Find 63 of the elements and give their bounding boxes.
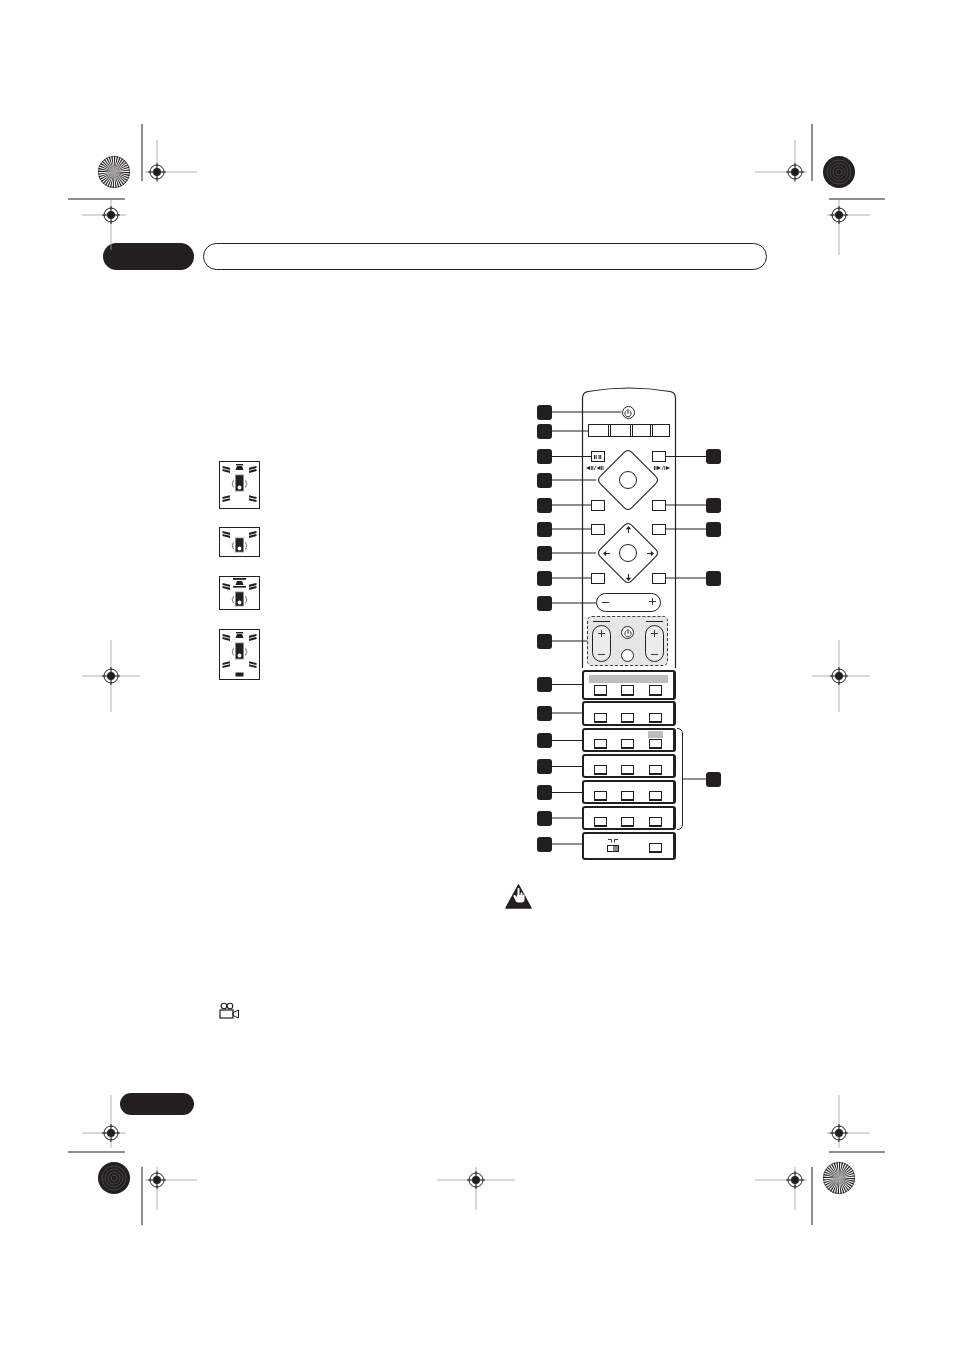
leader-line bbox=[665, 504, 707, 506]
callout-marker bbox=[537, 633, 552, 649]
leader-line bbox=[551, 712, 583, 714]
callout-marker bbox=[537, 521, 552, 537]
button-section bbox=[582, 670, 676, 700]
callout-marker bbox=[537, 733, 552, 748]
bracket bbox=[677, 728, 683, 830]
button-section bbox=[582, 832, 676, 860]
leader-line bbox=[551, 552, 597, 554]
leader-line bbox=[682, 778, 707, 780]
callout-marker bbox=[537, 836, 552, 852]
leader-line bbox=[551, 479, 597, 481]
callout-marker bbox=[537, 449, 552, 464]
leader-line bbox=[551, 766, 583, 767]
arrow-pad bbox=[596, 521, 660, 585]
callout-marker bbox=[706, 570, 721, 586]
callout-marker bbox=[706, 449, 721, 464]
callout-marker bbox=[537, 497, 552, 513]
callout-marker bbox=[537, 705, 552, 721]
diamond-pad bbox=[596, 448, 660, 512]
leader-line bbox=[551, 640, 588, 642]
leader-line bbox=[551, 792, 583, 793]
leader-line bbox=[551, 843, 583, 845]
leader-line bbox=[665, 456, 707, 457]
leader-line bbox=[551, 577, 592, 579]
leader-line bbox=[665, 528, 707, 530]
callout-marker bbox=[706, 521, 721, 537]
leader-line bbox=[551, 817, 583, 819]
callout-marker bbox=[537, 785, 552, 800]
button-section bbox=[582, 780, 676, 804]
callout-marker bbox=[537, 423, 552, 439]
remote-button bbox=[652, 451, 666, 462]
button-panel bbox=[587, 616, 668, 666]
callout-marker bbox=[706, 771, 721, 787]
leader-line bbox=[551, 684, 583, 685]
rocker-button bbox=[596, 593, 661, 612]
remote-button bbox=[591, 573, 605, 584]
remote-button bbox=[591, 524, 605, 535]
callout-marker bbox=[537, 472, 552, 488]
button-strip bbox=[588, 424, 670, 437]
callout-marker bbox=[706, 497, 721, 513]
remote-button bbox=[591, 500, 605, 511]
button-section bbox=[582, 806, 676, 830]
button-section bbox=[582, 754, 676, 778]
remote-button bbox=[652, 524, 666, 535]
button-section bbox=[582, 701, 676, 726]
leader-line bbox=[551, 411, 622, 413]
callout-marker bbox=[537, 595, 552, 611]
leader-line bbox=[551, 504, 592, 506]
callout-marker bbox=[537, 810, 552, 826]
remote-button bbox=[652, 500, 666, 511]
leader-line bbox=[551, 456, 592, 457]
callout-marker bbox=[537, 545, 552, 561]
callout-marker bbox=[537, 759, 552, 774]
callout-marker bbox=[537, 570, 552, 586]
leader-line bbox=[551, 740, 583, 741]
callout-marker bbox=[537, 677, 552, 692]
leader-line bbox=[551, 602, 597, 604]
leader-line bbox=[551, 430, 589, 432]
leader-line bbox=[551, 528, 592, 530]
callout-marker bbox=[537, 404, 552, 420]
remote-button bbox=[652, 573, 666, 584]
button-section bbox=[582, 728, 676, 752]
